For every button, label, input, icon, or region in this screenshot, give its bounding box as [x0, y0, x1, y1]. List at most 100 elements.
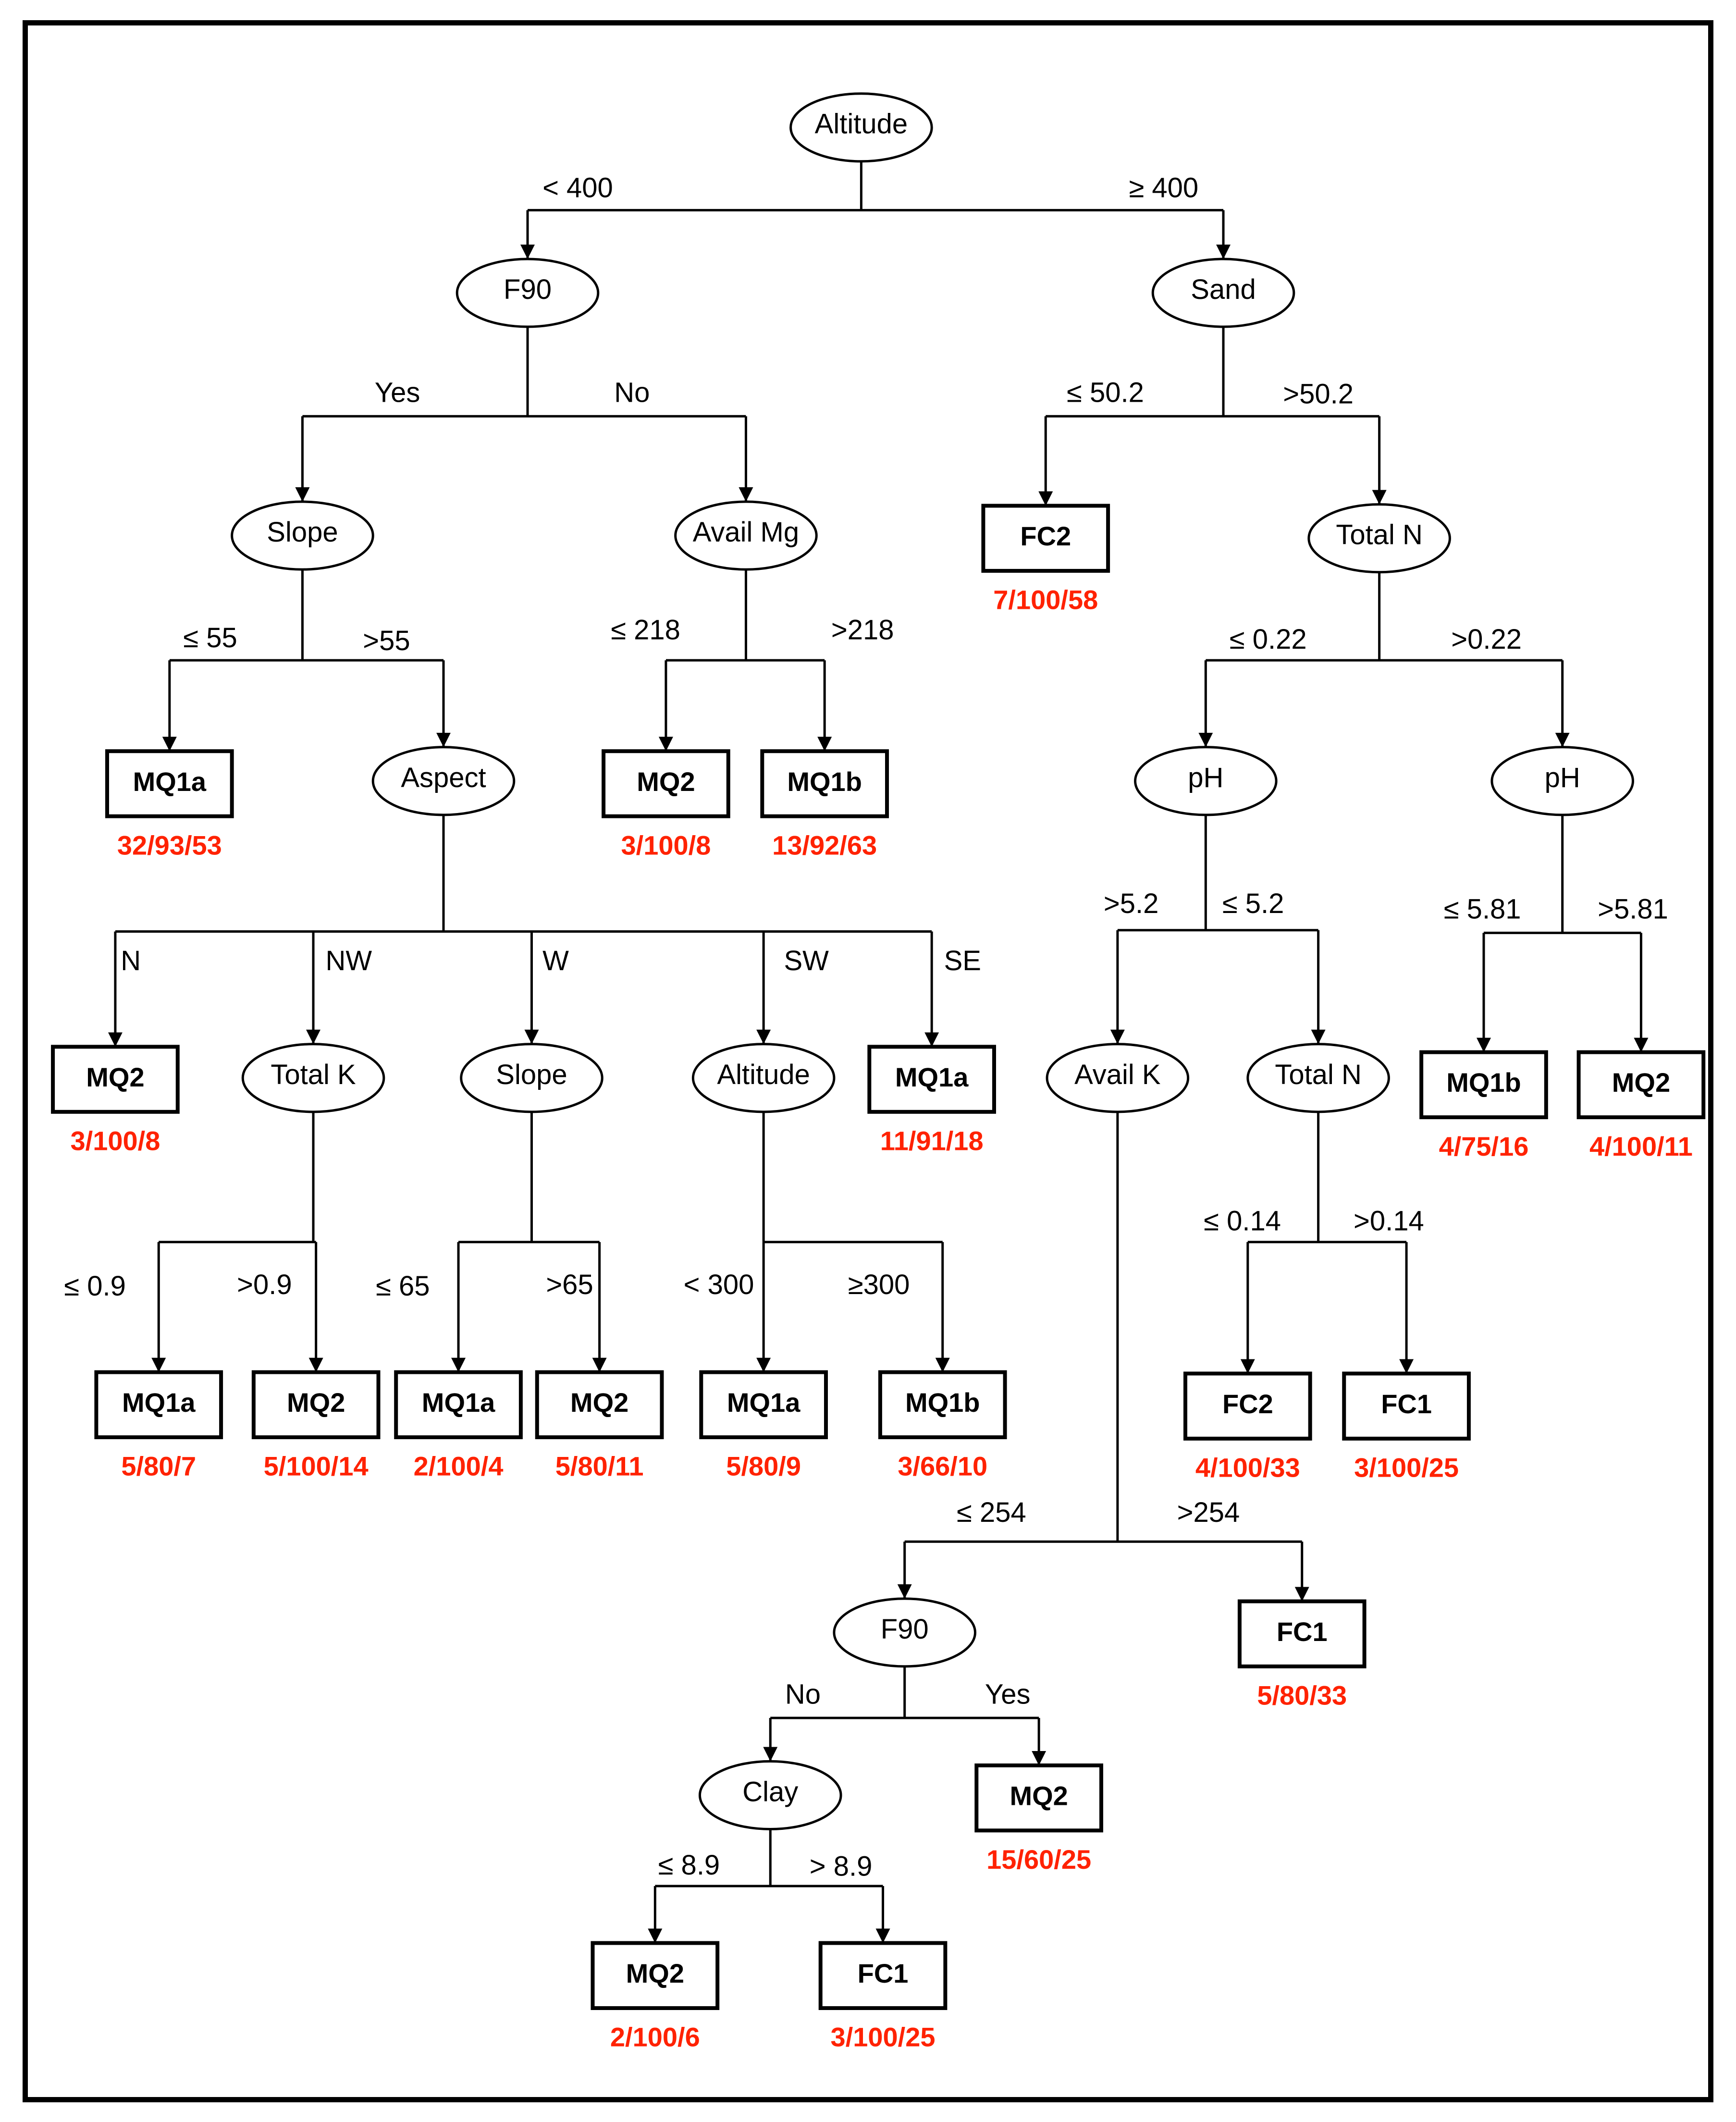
- leaf-class-label: MQ1b: [905, 1387, 980, 1418]
- leaf-class-label: MQ1b: [787, 766, 862, 797]
- leaf-stats: 3/100/25: [831, 2022, 936, 2052]
- leaf-class-label: MQ1b: [1446, 1067, 1521, 1098]
- split-ellipse: [1046, 1043, 1190, 1113]
- branch-n20: ≤ 0.14 >0.14: [1204, 1111, 1424, 1374]
- split-node-n16: Slope: [460, 1043, 603, 1113]
- leaf-box: [591, 1941, 720, 2010]
- leaf-stats: 3/100/8: [71, 1126, 160, 1156]
- split-ellipse: [371, 746, 516, 816]
- split-ellipse: [1246, 1043, 1390, 1113]
- branch-n3: ≤ 50.2>50.2: [1038, 327, 1387, 506]
- edge-label: < 400: [542, 172, 613, 203]
- split-node-n5: Avail Mg: [674, 500, 818, 571]
- split-label: Total N: [1336, 519, 1423, 551]
- branch-n13: ≤ 5.81>5.81: [1444, 814, 1668, 1052]
- split-ellipse: [789, 92, 933, 163]
- leaf-class-label: MQ2: [287, 1387, 345, 1418]
- leaf-class-label: FC1: [1381, 1389, 1432, 1419]
- edge-label: >0.9: [237, 1269, 292, 1300]
- leaf-stats: 4/100/11: [1589, 1131, 1693, 1161]
- edge-label: ≤ 254: [957, 1497, 1026, 1528]
- split-node-n15: Total K: [241, 1043, 385, 1113]
- leaf-box: [535, 1370, 664, 1440]
- split-ellipse: [833, 1597, 976, 1668]
- split-label: pH: [1188, 762, 1223, 793]
- leaf-node-n11: MQ1b 13/92/63: [760, 749, 889, 860]
- leaf-stats: 3/100/8: [621, 830, 711, 860]
- leaf-stats: 5/80/7: [121, 1451, 196, 1481]
- split-ellipse: [1490, 746, 1634, 816]
- edge-label: >0.14: [1354, 1206, 1424, 1237]
- leaf-class-label: MQ2: [570, 1387, 628, 1418]
- leaf-class-label: MQ2: [626, 1958, 684, 1988]
- edge-label: ≤ 0.22: [1230, 624, 1307, 655]
- leaf-node-n26: MQ2 5/80/11: [535, 1370, 664, 1481]
- edge-label: >218: [831, 614, 894, 645]
- leaf-class-label: MQ1a: [895, 1062, 969, 1092]
- leaf-stats: 32/93/53: [117, 830, 222, 860]
- branch-n33: ≤ 8.9> 8.9: [648, 1829, 890, 1943]
- split-ellipse: [241, 1043, 385, 1113]
- branch-n31: No Yes: [763, 1666, 1047, 1765]
- leaf-stats: 7/100/58: [993, 585, 1098, 615]
- edge-label: ≤ 218: [611, 614, 680, 645]
- edge-label: >65: [546, 1269, 593, 1300]
- leaf-box: [867, 1045, 997, 1114]
- edge-label: ≤ 0.9: [64, 1271, 126, 1302]
- split-ellipse: [1151, 258, 1295, 328]
- split-ellipse: [1307, 503, 1451, 574]
- split-ellipse: [456, 258, 600, 328]
- leaf-box: [1237, 1599, 1367, 1668]
- split-label: Clay: [742, 1776, 798, 1807]
- split-label: Altitude: [815, 109, 908, 140]
- split-node-n31: F90: [833, 1597, 976, 1668]
- leaf-class-label: FC2: [1222, 1389, 1273, 1419]
- leaf-stats: 4/75/16: [1439, 1131, 1529, 1161]
- edge-label: Yes: [985, 1678, 1031, 1710]
- edge-label: No: [614, 377, 650, 408]
- split-label: Total N: [1275, 1059, 1362, 1090]
- branch-n16: ≤ 65>65: [376, 1111, 607, 1372]
- diagram-frame: [23, 20, 1713, 2102]
- split-node-n13: pH: [1490, 746, 1634, 816]
- leaf-class-label: MQ1a: [422, 1387, 495, 1418]
- leaf-box: [105, 749, 234, 818]
- edge-label: ≥ 400: [1129, 172, 1198, 203]
- split-node-n20: Total N: [1246, 1043, 1390, 1113]
- leaf-stats: 5/80/11: [555, 1451, 644, 1481]
- leaf-box: [1576, 1050, 1706, 1120]
- branch-n7: ≤ 0.22>0.22: [1198, 572, 1570, 747]
- split-node-n9: Aspect: [371, 746, 516, 816]
- leaf-stats: 13/92/63: [772, 830, 877, 860]
- leaf-stats: 5/100/14: [264, 1451, 369, 1481]
- split-label: Total K: [271, 1059, 356, 1090]
- leaf-box: [981, 504, 1110, 573]
- leaf-box: [1183, 1371, 1312, 1441]
- edge-label: Yes: [375, 377, 420, 408]
- leaf-stats: 4/100/33: [1195, 1453, 1300, 1483]
- split-label: Slope: [496, 1059, 567, 1090]
- leaf-stats: 3/100/25: [1354, 1453, 1459, 1483]
- branch-n12: >5.2≤ 5.2: [1104, 814, 1326, 1044]
- split-node-n33: Clay: [698, 1760, 842, 1831]
- split-node-n3: Sand: [1151, 258, 1295, 328]
- split-node-n19: Avail K: [1046, 1043, 1190, 1113]
- leaf-stats: 15/60/25: [986, 1844, 1091, 1875]
- split-ellipse: [1134, 746, 1278, 816]
- split-label: Sand: [1191, 274, 1256, 305]
- edge-label: ≤ 0.14: [1204, 1206, 1281, 1237]
- leaf-box: [394, 1370, 523, 1440]
- split-ellipse: [460, 1043, 603, 1113]
- leaf-node-n24: MQ2 5/100/14: [251, 1370, 381, 1481]
- edge-label: ≤ 8.9: [658, 1850, 720, 1881]
- edge-label: No: [785, 1678, 821, 1710]
- split-ellipse: [691, 1043, 836, 1113]
